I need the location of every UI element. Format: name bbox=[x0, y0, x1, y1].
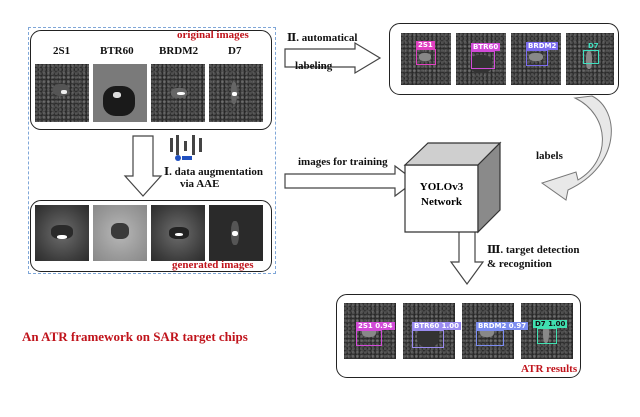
chip-label-2s1: 2S1 bbox=[53, 45, 71, 57]
step3-label-line2: & recognition bbox=[487, 258, 552, 270]
network-label-line1: YOLOv3 bbox=[419, 181, 464, 193]
yolo-network-cube bbox=[403, 141, 502, 234]
result-label-2s1: 2S1 0.94 bbox=[356, 322, 395, 330]
result-chip-d7 bbox=[521, 303, 573, 359]
network-label: YOLOv3 Network bbox=[405, 180, 478, 210]
step1-label-line2: via AAE bbox=[180, 178, 220, 190]
labels-arrow bbox=[540, 95, 612, 201]
bbox-label-btr60: BTR60 bbox=[471, 43, 501, 51]
bbox-btr60 bbox=[471, 51, 495, 69]
atr-results-title: ATR results bbox=[521, 363, 578, 375]
bbox-label-brdm2: BRDM2 bbox=[526, 42, 559, 50]
labels-arrow-label: labels bbox=[536, 150, 563, 162]
step2-label-line1: Ⅱ. automatical bbox=[287, 32, 358, 44]
bbox-brdm2 bbox=[526, 50, 548, 66]
bbox-2s1 bbox=[416, 49, 436, 65]
figure-caption: An ATR framework on SAR target chips bbox=[22, 329, 248, 344]
original-images-title: original images bbox=[177, 29, 249, 41]
step3-label-line1: Ⅲ. target detection bbox=[487, 244, 580, 256]
result-chip-btr60 bbox=[403, 303, 455, 359]
training-arrow-label: images for training bbox=[298, 156, 388, 168]
result-chip-2s1 bbox=[344, 303, 396, 359]
result-bbox-d7 bbox=[537, 328, 557, 344]
result-bbox-2s1 bbox=[356, 330, 382, 346]
network-label-line2: Network bbox=[421, 196, 462, 208]
training-arrow bbox=[284, 164, 416, 198]
chip-label-btr60: BTR60 bbox=[100, 45, 134, 57]
automatic-labeling-arrow bbox=[284, 41, 382, 75]
augmentation-arrow bbox=[123, 135, 163, 197]
chip-label-brdm2: BRDM2 bbox=[159, 45, 199, 57]
chip-label-d7: D7 bbox=[228, 45, 242, 57]
bbox-label-d7: D7 bbox=[588, 42, 599, 50]
labeled-chip-d7 bbox=[566, 33, 614, 85]
result-bbox-brdm2 bbox=[476, 330, 504, 346]
generated-chip-2 bbox=[93, 205, 147, 261]
result-chip-brdm2 bbox=[462, 303, 514, 359]
labeled-chip-brdm2 bbox=[511, 33, 561, 85]
original-chip-btr60 bbox=[93, 64, 147, 122]
generated-images-title: generated images bbox=[172, 259, 254, 271]
original-chip-2s1 bbox=[35, 64, 89, 122]
generated-chip-3 bbox=[151, 205, 205, 261]
detection-arrow bbox=[449, 229, 485, 286]
result-bbox-btr60 bbox=[412, 330, 444, 348]
original-chip-d7 bbox=[209, 64, 263, 122]
step1-label-line1: Ⅰ. data augmentation bbox=[164, 166, 263, 178]
dataset-dashed-border bbox=[28, 27, 276, 274]
result-label-btr60: BTR60 1.00 bbox=[412, 322, 461, 330]
bbox-label-2s1: 2S1 bbox=[416, 41, 435, 49]
aae-network-icon bbox=[166, 132, 210, 162]
original-chip-brdm2 bbox=[151, 64, 205, 122]
step2-label-line2: labeling bbox=[295, 60, 333, 72]
bbox-d7 bbox=[583, 50, 599, 64]
result-label-d7: D7 1.00 bbox=[533, 320, 568, 328]
generated-chip-4 bbox=[209, 205, 263, 261]
result-label-brdm2: BRDM2 0.97 bbox=[476, 322, 529, 330]
generated-chip-1 bbox=[35, 205, 89, 261]
